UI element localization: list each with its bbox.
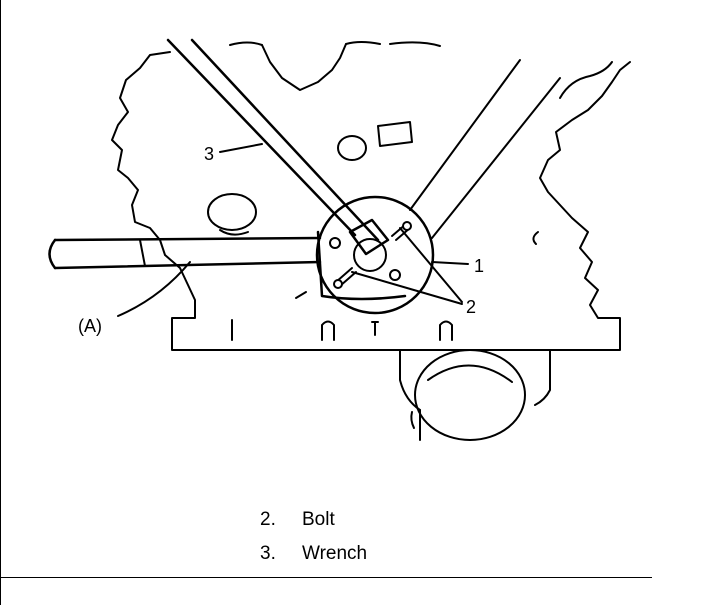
tool-a-grip-end — [48, 238, 57, 270]
frame-bottom-border — [0, 577, 652, 578]
block-hole-left-inner — [219, 229, 249, 236]
rib-line-1 — [409, 59, 521, 211]
pulley-shaft — [410, 409, 421, 441]
frame-left-border — [0, 0, 1, 605]
lower-slot-3 — [439, 320, 453, 341]
leader-2b — [399, 227, 463, 303]
lower-mark — [371, 321, 379, 336]
block-hole-left — [207, 193, 257, 231]
engine-block-outline — [111, 43, 347, 346]
callout-1: 1 — [474, 256, 484, 276]
rib-line-2 — [431, 77, 561, 239]
legend-number: 2. — [260, 509, 276, 530]
gear-hub — [353, 238, 387, 272]
gear-stud-cap-1 — [333, 279, 343, 289]
tool-a-body — [316, 230, 407, 301]
leader-1 — [431, 261, 469, 265]
legend-label: Bolt — [302, 509, 335, 530]
callout-3: 3 — [204, 144, 214, 164]
crank-pulley-inner — [427, 364, 513, 383]
leader-3 — [219, 143, 263, 153]
leader-2a — [351, 271, 463, 305]
left-tick — [295, 291, 307, 299]
gear-stud-cap-2 — [402, 221, 412, 231]
parts-legend: 2. Bolt 3. Wrench — [260, 503, 367, 571]
legend-label: Wrench — [302, 543, 368, 564]
block-hole-rect — [377, 121, 413, 147]
wrench-handle — [166, 38, 380, 242]
gear-bolt-hole-1 — [329, 237, 341, 249]
gear-bolt-hole-2 — [389, 269, 401, 281]
legend-item-bolt: 2. Bolt — [260, 503, 367, 537]
block-bottom-edge — [171, 61, 631, 351]
legend-number: 3. — [260, 543, 276, 564]
legend-item-wrench: 3. Wrench — [260, 537, 367, 571]
tool-a-grip-joint — [139, 239, 146, 267]
callout-a: (A) — [78, 316, 102, 336]
gear-plate — [315, 195, 435, 315]
block-top-curve — [229, 41, 263, 46]
leader-a — [117, 261, 191, 317]
right-wave-upper — [559, 61, 613, 99]
engine-diagram: 3 1 2 (A) — [48, 38, 631, 441]
lower-pulley — [399, 349, 551, 411]
lower-slot-2 — [321, 320, 335, 341]
block-right-upper — [345, 41, 441, 47]
crank-pulley — [414, 349, 526, 441]
wrench-head — [348, 218, 390, 256]
callout-2: 2 — [466, 297, 476, 317]
block-hole-round — [337, 135, 367, 161]
right-small-hook — [532, 231, 539, 245]
